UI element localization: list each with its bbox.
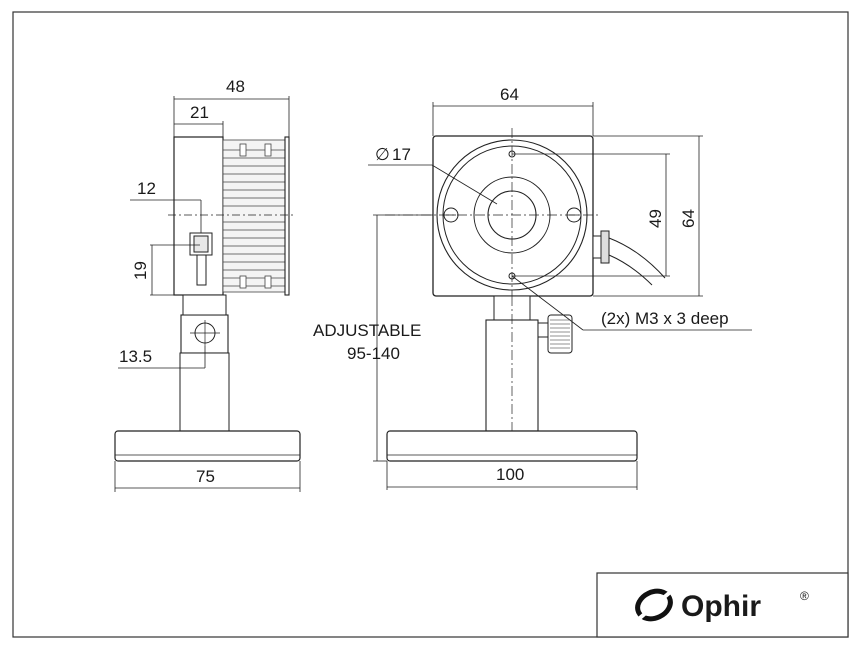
- side-base: [114, 430, 301, 462]
- hole-note: (2x) M3 x 3 deep: [601, 309, 729, 328]
- front-dim-64-height: 64: [679, 209, 698, 228]
- front-dim-64-width: 64: [500, 85, 519, 104]
- side-dim-48: 48: [226, 77, 245, 96]
- front-dim-diameter: 17: [392, 145, 411, 164]
- front-connector: [592, 230, 666, 286]
- front-view: [385, 128, 666, 462]
- side-dim-75: 75: [196, 467, 215, 486]
- brand-name: Ophir: [681, 590, 761, 623]
- side-post-shaft: [179, 352, 230, 432]
- adjustable-range: 95-140: [347, 344, 400, 363]
- registered-mark: ®: [800, 589, 809, 603]
- side-connector: [189, 232, 213, 286]
- side-post: [182, 294, 227, 316]
- side-view: [114, 136, 301, 462]
- side-dim-21: 21: [190, 103, 209, 122]
- ophir-logo-icon: [632, 586, 677, 625]
- logo-box: Ophir ®: [596, 572, 849, 638]
- adjustable-label: ADJUSTABLE: [313, 321, 421, 340]
- side-dim-19: 19: [131, 261, 150, 280]
- sheet-border: [12, 11, 849, 638]
- side-dim-13-5: 13.5: [119, 347, 152, 366]
- thumbscrew-knob: [537, 314, 573, 354]
- front-dim-49: 49: [646, 209, 665, 228]
- side-dim-12: 12: [137, 179, 156, 198]
- front-base: [386, 430, 638, 462]
- heatsink-fins: [222, 139, 288, 293]
- diameter-symbol: ∅: [375, 145, 390, 164]
- side-dimensions: [114, 96, 301, 492]
- front-dim-100: 100: [496, 465, 524, 484]
- front-plate: [284, 136, 290, 296]
- front-dimensions: [368, 102, 752, 490]
